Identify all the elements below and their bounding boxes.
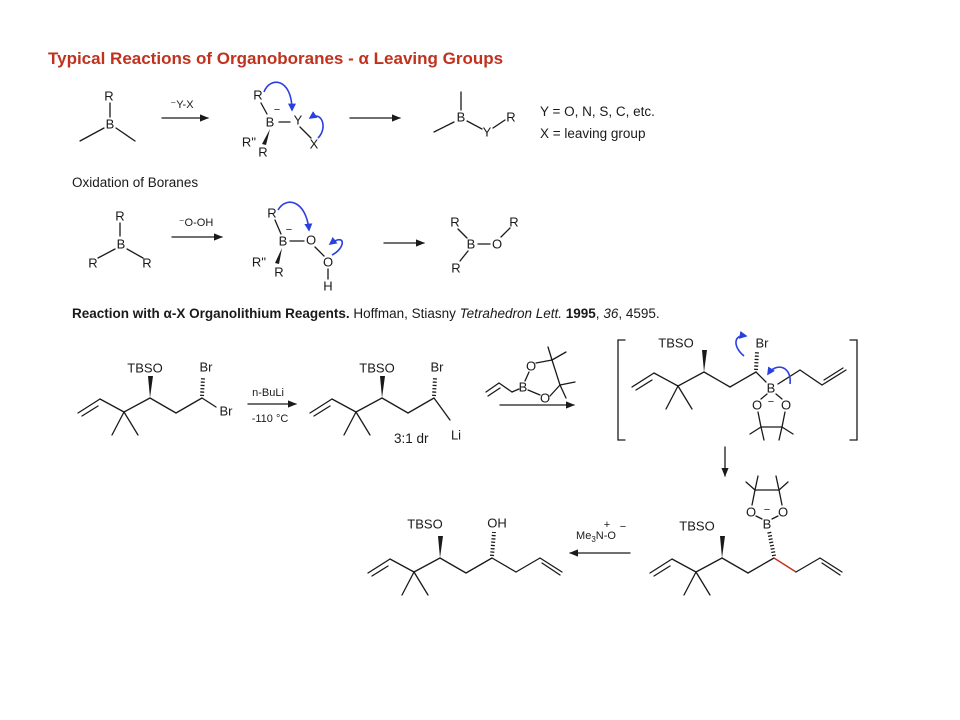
atom-b: B bbox=[763, 517, 772, 532]
tbso-label: TBSO bbox=[407, 517, 442, 532]
atom-r: R bbox=[104, 89, 113, 104]
atom-o: O bbox=[746, 505, 756, 520]
negative-charge: − bbox=[768, 396, 774, 408]
trialkylborane: R B R R bbox=[88, 209, 151, 271]
ate-intermediate: R B − Y R'' R X bbox=[242, 81, 324, 160]
reaction-arrow: ⁻Y-X bbox=[161, 99, 209, 122]
atom-b: B bbox=[457, 110, 466, 125]
reagent-label: n-BuLi bbox=[252, 387, 284, 399]
reference-citation: Reaction with α-X Organolithium Reagents… bbox=[72, 306, 660, 321]
curly-arrow bbox=[308, 111, 324, 139]
negative-charge: − bbox=[286, 224, 292, 236]
atom-r: R bbox=[506, 110, 515, 125]
atom-br: Br bbox=[220, 404, 234, 419]
atom-o: O bbox=[540, 391, 550, 406]
conditions-label: -110 °C bbox=[252, 413, 289, 425]
atom-r: R bbox=[267, 206, 276, 221]
hydroxyl-label: OH bbox=[487, 516, 507, 531]
legend-y: Y = O, N, S, C, etc. bbox=[540, 104, 655, 119]
trialkylborane: R B bbox=[79, 89, 136, 142]
curly-arrow bbox=[767, 366, 791, 385]
atom-br: Br bbox=[200, 360, 214, 375]
atom-r: R bbox=[88, 256, 97, 271]
scheme-alpha-leaving-group: R B ⁻Y-X R B − Y R'' R X B bbox=[79, 81, 655, 160]
left-bracket bbox=[617, 339, 626, 441]
atom-o: O bbox=[306, 233, 316, 248]
atom-y: Y bbox=[294, 113, 303, 128]
atom-b: B bbox=[767, 381, 776, 396]
reagent-label: ⁻Y-X bbox=[170, 99, 194, 111]
atom-x: X bbox=[310, 137, 319, 152]
atom-o: O bbox=[778, 505, 788, 520]
atom-b: B bbox=[266, 115, 275, 130]
atom-b: B bbox=[519, 380, 528, 395]
homoallylic-alcohol-product: TBSO OH bbox=[367, 516, 563, 596]
atom-b: B bbox=[117, 237, 126, 252]
slide-title: Typical Reactions of Organoboranes - α L… bbox=[48, 49, 503, 68]
section-heading-oxidation: Oxidation of Boranes bbox=[72, 175, 198, 190]
atom-br: Br bbox=[756, 336, 770, 351]
atom-r: R bbox=[253, 88, 262, 103]
atom-r: R'' bbox=[242, 135, 256, 150]
positive-charge: + bbox=[604, 519, 610, 531]
atom-b: B bbox=[467, 237, 476, 252]
tbso-label: TBSO bbox=[359, 361, 394, 376]
atom-y: Y bbox=[483, 125, 492, 140]
atom-r: R bbox=[450, 215, 459, 230]
migrated-product: B Y R bbox=[433, 91, 516, 140]
curly-arrow bbox=[263, 81, 296, 112]
atom-o: O bbox=[781, 398, 791, 413]
oxidant-label: Me3N-O bbox=[576, 530, 616, 544]
allylboronate-reagent: B O O bbox=[485, 346, 576, 406]
atom-r: R bbox=[115, 209, 124, 224]
atom-o: O bbox=[492, 237, 502, 252]
legend-x: X = leaving group bbox=[540, 126, 645, 141]
tbso-label: TBSO bbox=[127, 361, 162, 376]
atom-br: Br bbox=[431, 360, 445, 375]
dr-label: 3:1 dr bbox=[394, 431, 429, 446]
boronate-ate-complex: TBSO Br B − O O bbox=[617, 331, 858, 441]
reagent-label: ⁻O-OH bbox=[179, 217, 214, 229]
peroxy-ate-intermediate: R B − O O H R'' R bbox=[252, 201, 344, 294]
new-cc-bond bbox=[773, 557, 797, 573]
atom-r: R'' bbox=[252, 255, 266, 270]
atom-li: Li bbox=[451, 428, 461, 443]
borinate-product: R B O R R bbox=[450, 215, 518, 276]
atom-h: H bbox=[323, 279, 332, 294]
negative-charge: − bbox=[764, 504, 770, 516]
atom-o: O bbox=[526, 359, 536, 374]
right-bracket bbox=[849, 339, 858, 441]
atom-r: R bbox=[274, 265, 283, 280]
atom-r: R bbox=[142, 256, 151, 271]
negative-charge: − bbox=[274, 104, 280, 116]
atom-r: R bbox=[509, 215, 518, 230]
negative-charge: − bbox=[620, 521, 626, 533]
atom-r: R bbox=[451, 261, 460, 276]
atom-o: O bbox=[752, 398, 762, 413]
curly-arrow bbox=[277, 201, 313, 232]
curly-arrow bbox=[735, 331, 748, 357]
atom-o: O bbox=[323, 255, 333, 270]
dibromide-starting-material: TBSO Br Br bbox=[77, 360, 234, 436]
scheme-oxidation: R B R R ⁻O-OH R B − O O H R'' R bbox=[88, 201, 519, 294]
homologated-boronic-ester: TBSO B − O O bbox=[649, 475, 843, 596]
tbso-label: TBSO bbox=[658, 336, 693, 351]
lithium-carbenoid: TBSO Br Li 3:1 dr bbox=[309, 360, 461, 446]
curly-arrow bbox=[328, 236, 344, 256]
atom-b: B bbox=[106, 117, 115, 132]
tbso-label: TBSO bbox=[679, 519, 714, 534]
atom-r: R bbox=[258, 145, 267, 160]
scheme-organolithium: TBSO Br Br n-BuLi -110 °C TBSO Br Li 3:1… bbox=[77, 331, 858, 596]
atom-b: B bbox=[279, 234, 288, 249]
